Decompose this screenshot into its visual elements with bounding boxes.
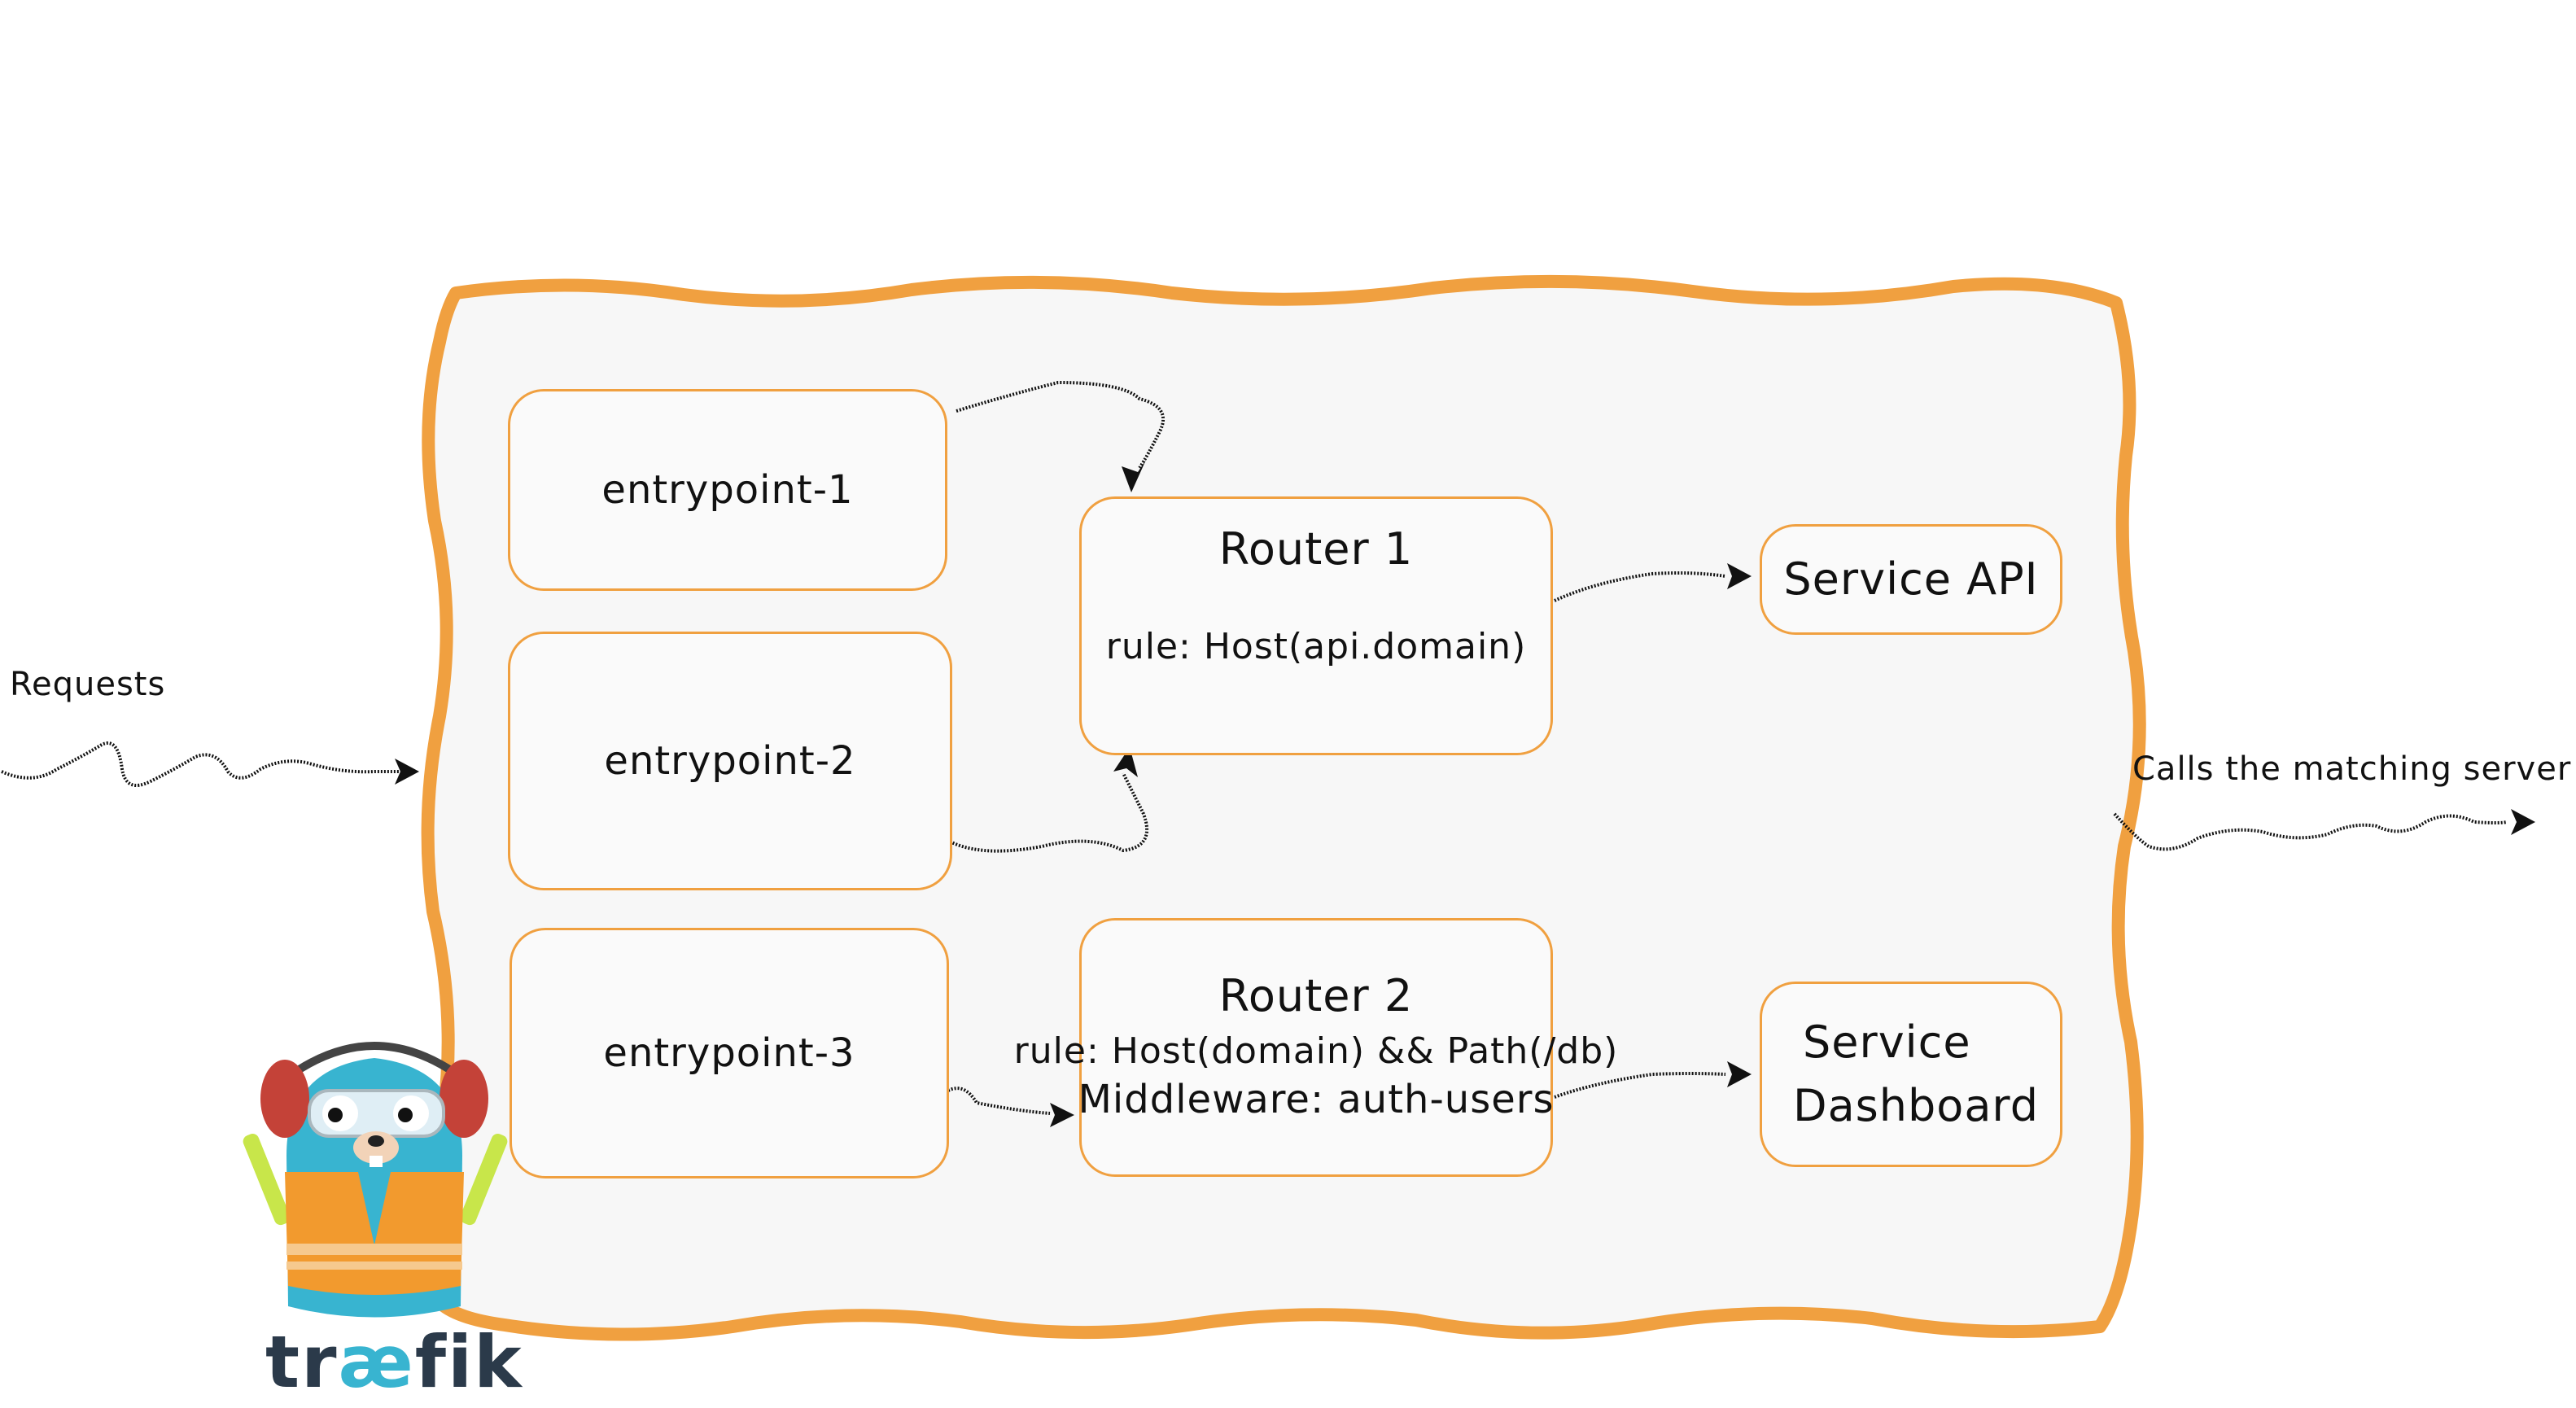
nose (368, 1135, 384, 1147)
service-dashboard-box: Service Dashboard (1760, 982, 2062, 1167)
ep2-to-router1-arrow (942, 772, 1148, 853)
router-2-box: Router 2 rule: Host(domain) && Path(/db)… (1014, 918, 1617, 1177)
headphone-left (260, 1060, 309, 1138)
router-1-title: Router 1 (1218, 523, 1414, 575)
glow-stick-left (243, 1134, 291, 1226)
pupil-right (398, 1108, 413, 1122)
router-2-title: Router 2 (1218, 969, 1414, 1021)
calls-label: Calls the matching server (2132, 750, 2572, 788)
teeth (370, 1156, 383, 1167)
router-2-rule: rule: Host(domain) && Path(/db) (1013, 1030, 1619, 1072)
ep3-arrowhead (1050, 1103, 1074, 1127)
ep1-arrowhead (1122, 460, 1146, 492)
glow-stick-right (460, 1134, 508, 1226)
entrypoint-1-label: entrypoint-1 (601, 467, 854, 513)
ep1-to-router1-arrow (956, 380, 1165, 470)
vest-stripe (286, 1244, 462, 1255)
wordmark-ae: æ (338, 1320, 415, 1404)
wordmark-suffix: fik (414, 1320, 523, 1404)
snout (353, 1131, 399, 1164)
router2-to-service-dashboard-arrow (1554, 1072, 1726, 1099)
wordmark-prefix: tr (265, 1320, 339, 1404)
calls-arrow (2113, 812, 2508, 851)
service-api-label: Service API (1783, 553, 2039, 605)
entrypoint-1-box: entrypoint-1 (508, 389, 947, 591)
service-api-box: Service API (1760, 524, 2062, 635)
traefik-gopher-mascot (243, 1042, 508, 1318)
router-1-rule: rule: Host(api.domain) (1105, 626, 1527, 667)
router-1-box: Router 1 rule: Host(api.domain) (1079, 496, 1553, 755)
entrypoint-3-box: entrypoint-3 (510, 928, 949, 1178)
service-dashboard-label-line1: Service (1803, 1016, 1971, 1068)
traefik-logo-wordmark: træfik (265, 1320, 523, 1404)
calls-arrowhead (2511, 809, 2535, 835)
vest-stripe-2 (286, 1262, 462, 1270)
entrypoint-2-label: entrypoint-2 (604, 738, 856, 784)
service-dashboard-label-line2: Dashboard (1793, 1080, 2039, 1131)
entrypoint-2-box: entrypoint-2 (508, 632, 952, 890)
entrypoint-3-label: entrypoint-3 (603, 1030, 855, 1076)
requests-label: Requests (10, 666, 166, 703)
router-2-middleware: Middleware: auth-users (1078, 1076, 1555, 1122)
router1-to-service-api-arrow (1554, 571, 1726, 602)
pupil-left (328, 1108, 343, 1122)
router1-arrowhead (1727, 563, 1752, 589)
requests-arrow (1, 741, 400, 787)
router2-arrowhead (1727, 1061, 1752, 1087)
headphone-band (278, 1042, 471, 1086)
ep3-to-router2-arrow (947, 1087, 1051, 1115)
requests-arrowhead (395, 759, 419, 785)
headphone-right (440, 1060, 488, 1138)
